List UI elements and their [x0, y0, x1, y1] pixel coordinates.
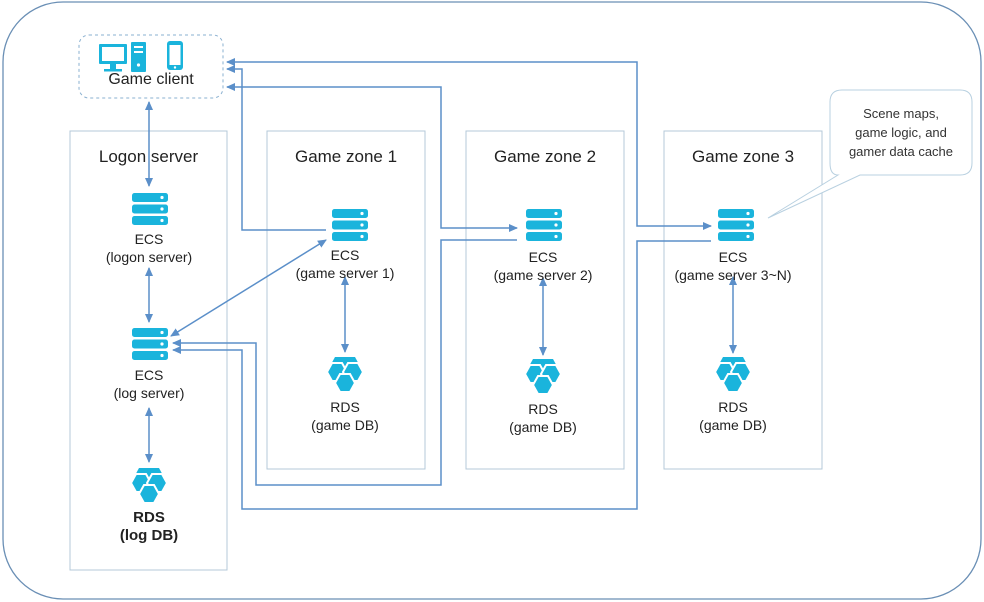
game-server-2-ecs-label: ECS (game server 2) [473, 248, 613, 284]
log-server-ecs-icon [132, 328, 168, 360]
zone-box-game-zone-3 [663, 130, 823, 470]
logon-server-ecs-line1: ECS [134, 231, 164, 247]
game-server-2-ecs-icon [526, 209, 562, 241]
log-db-rds-line1: RDS [133, 509, 165, 526]
game-db-2-rds-label: RDS (game DB) [473, 400, 613, 436]
callout-line3: gamer data cache [848, 144, 954, 159]
game-db-1-rds-icon [326, 356, 364, 393]
game-server-1-ecs-icon [332, 209, 368, 241]
game-db-2-rds-line1: RDS [528, 401, 558, 417]
zone-title-game-zone-3: Game zone 3 [691, 147, 795, 166]
callout-text: Scene maps, game logic, and gamer data c… [830, 104, 972, 161]
game-server-3-ecs-label: ECS (game server 3~N) [663, 248, 803, 284]
client-to-gs3-arrow [226, 58, 712, 230]
log-db-rds-label: RDS (log DB) [79, 509, 219, 545]
log-server-ecs-label: ECS (log server) [79, 366, 219, 402]
game-db-3-rds-line2: (game DB) [699, 417, 767, 433]
game-server-1-ecs-label: ECS (game server 1) [275, 246, 415, 282]
game-server-2-ecs-line1: ECS [528, 249, 558, 265]
desktop-pc-icon [99, 44, 127, 72]
game-db-3-rds-label: RDS (game DB) [663, 398, 803, 434]
logon-server-ecs-line2: (logon server) [105, 249, 193, 265]
game-db-1-rds-label: RDS (game DB) [275, 398, 415, 434]
game-db-3-rds-icon [714, 356, 752, 393]
zone-title-game-zone-2: Game zone 2 [493, 147, 597, 166]
game-server-3-ecs-line2: (game server 3~N) [674, 267, 792, 283]
tower-server-icon [131, 42, 146, 72]
callout-line1: Scene maps, [863, 106, 939, 121]
logon-server-ecs-icon [132, 193, 168, 225]
log-db-rds-icon [130, 467, 168, 504]
game-db-2-rds-icon [524, 358, 562, 395]
game-server-3-ecs-line1: ECS [718, 249, 748, 265]
game-server-1-ecs-line1: ECS [330, 247, 360, 263]
gs1-to-log-server-arrow [170, 239, 327, 337]
game-server-2-ecs-line2: (game server 2) [493, 267, 593, 283]
gs3-to-log-server-arrow [172, 240, 711, 510]
log-server-ecs-line2: (log server) [113, 385, 185, 401]
zone-title-game-zone-1: Game zone 1 [294, 147, 398, 166]
game-db-1-rds-line1: RDS [330, 399, 360, 415]
game-server-1-ecs-line2: (game server 1) [295, 265, 395, 281]
callout-line2: game logic, and [855, 125, 947, 140]
log-db-rds-line2: (log DB) [119, 527, 179, 544]
game-db-2-rds-line2: (game DB) [509, 419, 577, 435]
log-server-ecs-line1: ECS [134, 367, 164, 383]
logon-server-ecs-label: ECS (logon server) [79, 230, 219, 266]
zone-title-logon: Logon server [98, 147, 199, 166]
gs2-to-log-server-arrow [172, 239, 517, 486]
game-client-box [78, 34, 224, 99]
game-client-label: Game client [108, 71, 194, 88]
callout-bubble [767, 89, 973, 219]
game-server-3-ecs-icon [718, 209, 754, 241]
game-db-1-rds-line2: (game DB) [311, 417, 379, 433]
mobile-phone-icon [167, 41, 183, 70]
game-db-3-rds-line1: RDS [718, 399, 748, 415]
